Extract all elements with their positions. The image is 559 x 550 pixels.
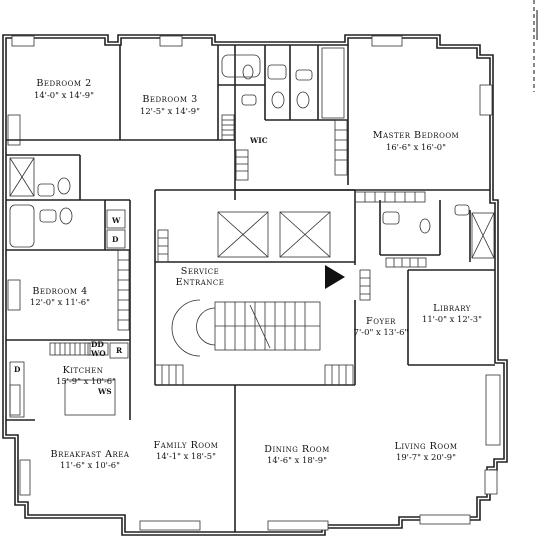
edge-marks xyxy=(533,0,538,92)
dishwasher-label: D xyxy=(14,365,21,374)
bedroom3-dims: 12'-5" x 14'-9" xyxy=(140,106,200,116)
bedroom3-name: Bedroom 3 xyxy=(142,94,197,105)
bath-fixtures xyxy=(9,47,495,259)
dd-label: DD xyxy=(91,340,104,349)
living-room-dims: 19'-7" x 20'-9" xyxy=(396,452,456,462)
breakfast-area-dims: 11'-6" x 10'-6" xyxy=(60,460,120,470)
entrance-arrow-icon xyxy=(325,265,345,289)
service-entrance-line2: Entrance xyxy=(176,277,225,288)
bedroom2-dims: 14'-0" x 14'-9" xyxy=(34,90,94,100)
washer-label: W xyxy=(111,216,121,225)
foyer-name: Foyer xyxy=(366,316,396,327)
wet-sink-label: WS xyxy=(97,387,112,396)
breakfast-area-name: Breakfast Area xyxy=(51,449,130,460)
outer-walls xyxy=(2,34,508,536)
foyer-dims: 7'-0" x 13'-6" xyxy=(354,327,409,337)
interior-walls xyxy=(6,45,495,532)
service-entrance-line1: Service xyxy=(181,266,220,277)
windows xyxy=(7,35,501,531)
wic-label: WIC xyxy=(249,136,268,145)
closets xyxy=(117,114,427,386)
living-room-name: Living Room xyxy=(394,441,457,452)
bedroom2-name: Bedroom 2 xyxy=(36,78,91,89)
wo-label: WO xyxy=(90,349,106,358)
refrigerator-label: R xyxy=(116,346,123,355)
dryer-label: D xyxy=(112,235,119,244)
bedroom4-dims: 12'-0" x 11'-6" xyxy=(30,297,90,307)
core-elements xyxy=(171,211,331,357)
kitchen-name: Kitchen xyxy=(63,365,104,376)
kitchen-dims: 15'-9" x 10'-6" xyxy=(56,376,116,386)
family-room-name: Family Room xyxy=(154,440,219,451)
dining-room-dims: 14'-6" x 18'-9" xyxy=(267,455,327,465)
family-room-dims: 14'-1" x 18'-5" xyxy=(156,451,216,461)
dining-room-name: Dining Room xyxy=(264,444,329,455)
library-dims: 11'-0" x 12'-3" xyxy=(422,314,482,324)
kitchen-fixtures xyxy=(9,209,129,418)
library-name: Library xyxy=(433,303,471,314)
bedroom4-name: Bedroom 4 xyxy=(32,286,87,297)
master-bedroom-dims: 16'-6" x 16'-0" xyxy=(386,142,446,152)
master-bedroom-name: Master Bedroom xyxy=(373,130,459,141)
